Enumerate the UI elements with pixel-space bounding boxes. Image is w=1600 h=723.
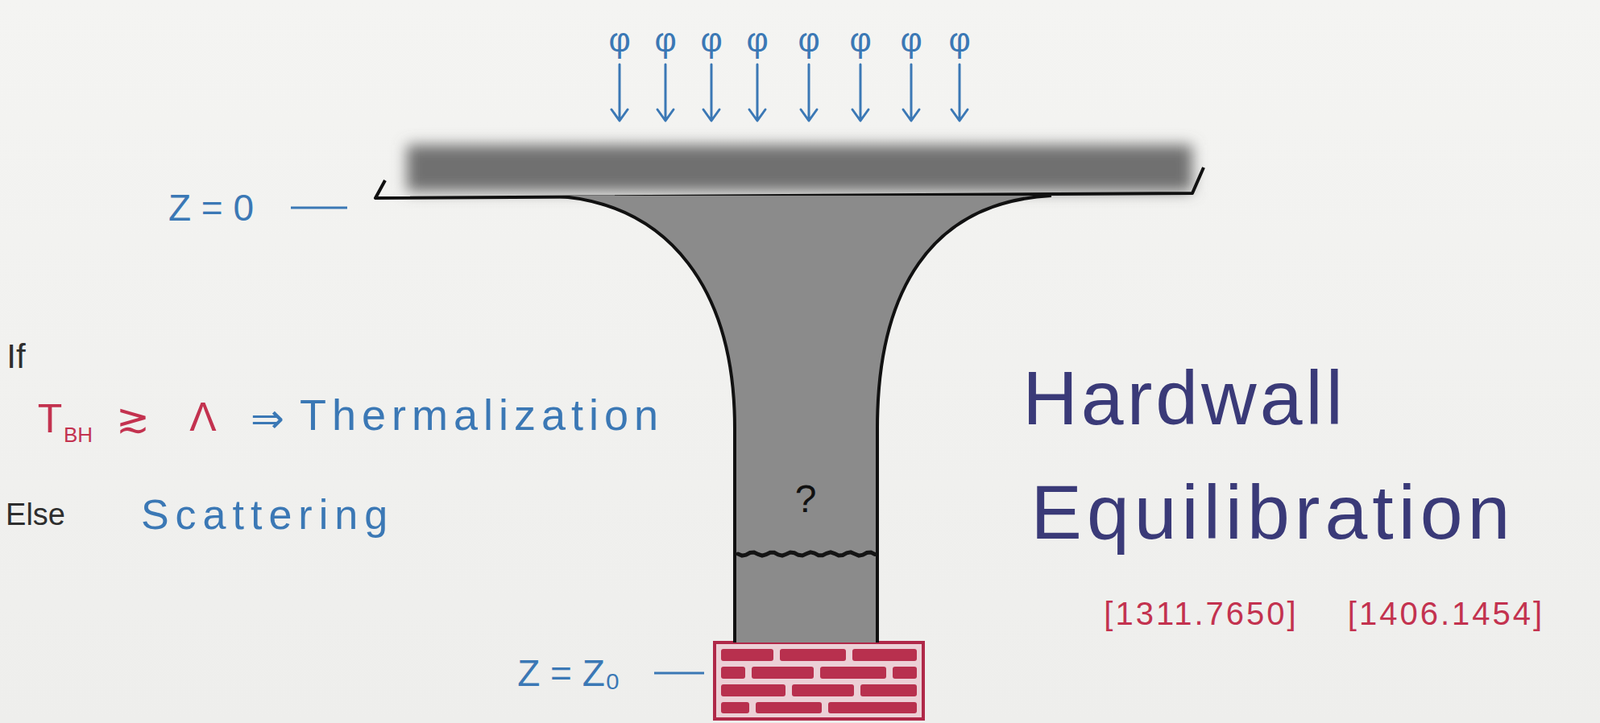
implies-symbol: ⇒: [250, 397, 285, 442]
field-symbol: φ: [746, 21, 768, 59]
outcome-text: Thermalization: [299, 391, 664, 440]
wall-coordinate: Z = Z₀: [517, 653, 621, 695]
brick: [852, 649, 917, 662]
down-arrow: [903, 64, 920, 121]
outcome-text: Thermalization: [299, 391, 664, 440]
reference: [1311.7650]: [1103, 596, 1298, 632]
field-symbol: φ: [797, 21, 820, 59]
field-symbol: φ: [608, 21, 631, 59]
field-symbol: φ: [849, 21, 871, 59]
field-symbol: φ: [849, 21, 871, 59]
brick: [791, 684, 854, 697]
temperature-subscript: BH: [63, 423, 93, 448]
field-symbol: φ: [608, 21, 631, 59]
hard-wall: [714, 642, 924, 720]
field-symbol: φ: [654, 21, 676, 59]
down-arrow: [611, 64, 628, 121]
falling-arrows: [611, 64, 968, 121]
wall-outline: [714, 642, 924, 720]
down-arrow: [951, 64, 968, 121]
field-symbol: φ: [700, 21, 722, 59]
scale-symbol: Λ: [189, 395, 216, 440]
brick: [860, 684, 917, 697]
brick: [892, 667, 917, 680]
field-symbol: φ: [700, 21, 722, 59]
bricks: [721, 649, 917, 714]
brick: [721, 667, 746, 680]
tick-dash: [290, 207, 348, 210]
brick: [820, 667, 887, 680]
field-symbol: φ: [654, 21, 676, 59]
brick: [721, 702, 750, 714]
implies-symbol: ⇒: [250, 397, 285, 442]
reference: [1311.7650]: [1103, 596, 1298, 632]
down-arrow: [800, 64, 817, 121]
title-line: Hardwall: [1022, 356, 1347, 441]
scale-symbol: Λ: [189, 395, 216, 440]
condition-word: If: [6, 338, 25, 376]
condition-word: If: [6, 338, 25, 376]
brick: [721, 684, 786, 697]
tick-dash: [654, 672, 705, 676]
outcome-text: Scattering: [140, 492, 394, 539]
boundary-line: [375, 167, 1204, 199]
title-line: Equilibration: [1031, 470, 1516, 556]
field-symbol: φ: [899, 21, 922, 59]
field-symbol: φ: [948, 21, 970, 59]
outcome-text: Scattering: [140, 492, 394, 539]
boundary-coordinate: Z = 0: [168, 187, 254, 229]
field-symbol: φ: [746, 21, 768, 59]
brick: [779, 649, 846, 662]
title-line: Equilibration: [1031, 470, 1516, 556]
field-symbol: φ: [899, 21, 922, 59]
relation-symbol: ≳: [116, 397, 150, 442]
down-arrow: [703, 64, 720, 121]
relation-symbol: ≳: [116, 397, 150, 442]
condition-word: Else: [5, 498, 66, 533]
node-label: ?: [795, 478, 817, 522]
brick: [721, 649, 774, 662]
temperature-symbol: T: [37, 397, 63, 442]
title-line: Hardwall: [1022, 356, 1347, 441]
temperature-symbol: T: [37, 397, 63, 442]
reference: [1406.1454]: [1347, 596, 1545, 632]
boundary-band: [406, 145, 1193, 192]
condition-word: Else: [5, 498, 66, 533]
brick: [828, 702, 917, 714]
down-arrow: [657, 64, 674, 121]
brick: [755, 702, 822, 714]
down-arrow: [749, 64, 766, 121]
horizon-line: [737, 552, 875, 556]
field-symbol: φ: [797, 21, 820, 59]
boundary-coordinate: Z = 0: [168, 187, 254, 229]
brick: [751, 667, 814, 680]
wall-coordinate: Z = Z₀: [517, 653, 621, 695]
field-symbol: φ: [948, 21, 970, 59]
reference: [1406.1454]: [1347, 596, 1545, 632]
temperature-subscript: BH: [63, 423, 93, 448]
down-arrow: [852, 64, 869, 121]
